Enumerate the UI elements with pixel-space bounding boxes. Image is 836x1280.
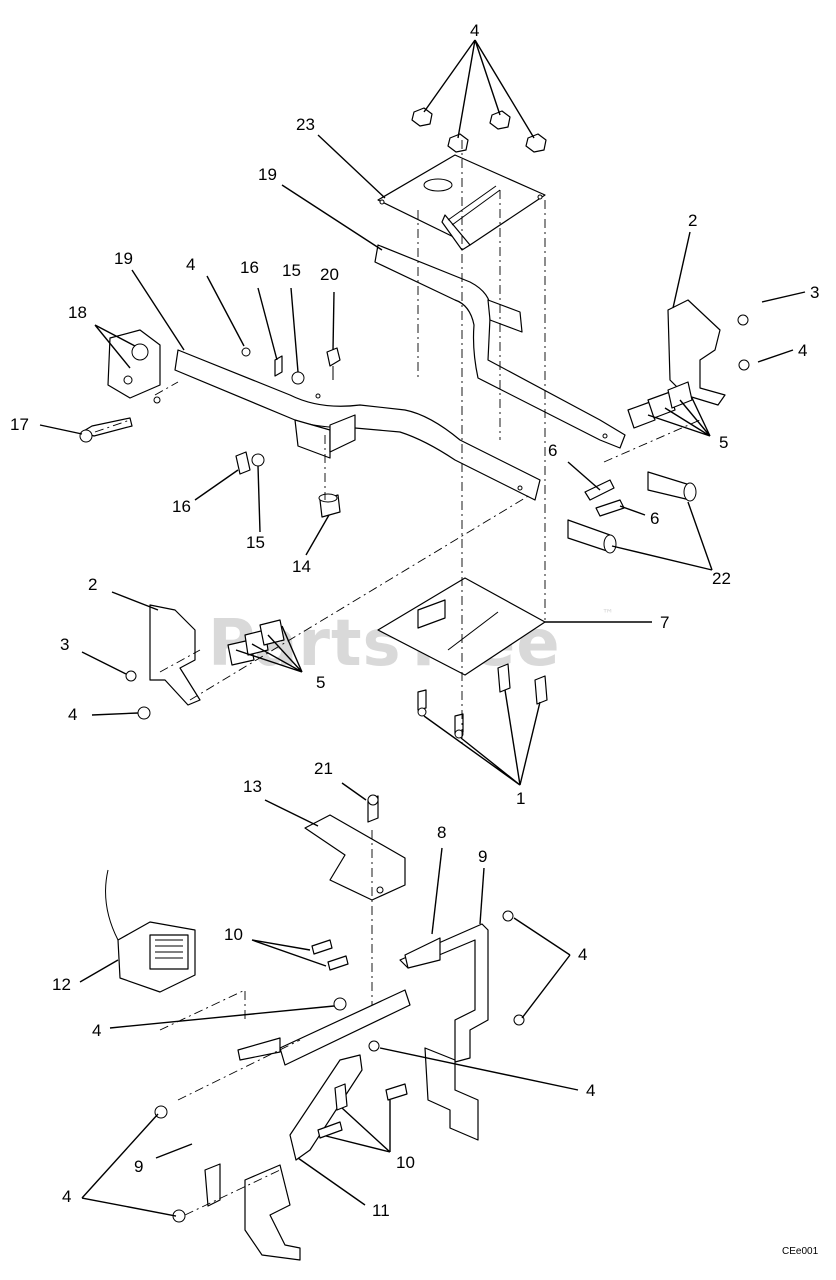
callout-5-b: 5: [316, 673, 325, 692]
part-10-bolts-upper[interactable]: [311, 939, 349, 971]
callout-4-g: 4: [586, 1081, 595, 1100]
part-9-bracket-left[interactable]: [204, 1163, 301, 1261]
callout-4-c: 4: [798, 341, 807, 360]
part-8-9-bracket[interactable]: [237, 923, 489, 1066]
part-18-bracket[interactable]: [107, 329, 161, 404]
assembly-centerlines: [94, 140, 701, 1216]
callout-4-b: 4: [186, 255, 195, 274]
part-13-plate[interactable]: [304, 814, 406, 901]
callout-5-a: 5: [719, 433, 728, 452]
part-9-bracket-right[interactable]: [424, 1047, 479, 1141]
callout-17: 17: [10, 415, 29, 434]
part-4-nuts-lower[interactable]: [154, 910, 525, 1223]
callout-15-a: 15: [282, 261, 301, 280]
callout-2-a: 2: [688, 211, 697, 230]
callout-22: 22: [712, 569, 731, 588]
callout-18: 18: [68, 303, 87, 322]
part-12-light-housing[interactable]: [105, 869, 196, 993]
part-21-bolt[interactable]: [367, 794, 379, 823]
callout-8: 8: [437, 823, 446, 842]
part-22-sleeves[interactable]: [567, 471, 697, 554]
callout-9-a: 9: [478, 847, 487, 866]
callout-3-b: 3: [60, 635, 69, 654]
callout-16-a: 16: [240, 258, 259, 277]
callout-9-b: 9: [134, 1157, 143, 1176]
callout-6-b: 6: [650, 509, 659, 528]
callout-21: 21: [314, 759, 333, 778]
callout-4-h: 4: [62, 1187, 71, 1206]
callout-10-a: 10: [224, 925, 243, 944]
callout-7: 7: [660, 613, 669, 632]
drawing-code: CEe001: [782, 1246, 819, 1257]
part-2-bracket-right[interactable]: [667, 299, 750, 406]
callout-4-f: 4: [92, 1021, 101, 1040]
part-16-15-20-hardware[interactable]: [274, 347, 341, 385]
callout-3-a: 3: [810, 283, 819, 302]
part-4-nuts-top[interactable]: [411, 107, 547, 153]
part-14-spacer[interactable]: [318, 493, 341, 518]
callout-4-top: 4: [470, 21, 479, 40]
callout-23: 23: [296, 115, 315, 134]
callout-12: 12: [52, 975, 71, 994]
part-6-bolts[interactable]: [584, 479, 625, 517]
watermark-tm: ™: [602, 607, 614, 621]
callout-13: 13: [243, 777, 262, 796]
callout-16-b: 16: [172, 497, 191, 516]
callout-1: 1: [516, 789, 525, 808]
callout-6-a: 6: [548, 441, 557, 460]
part-16-15-hardware-lower[interactable]: [235, 451, 265, 475]
callout-14: 14: [292, 557, 311, 576]
part-1-bolts[interactable]: [417, 663, 548, 739]
leader-lines: [39, 39, 806, 1217]
callout-4-d: 4: [68, 705, 77, 724]
part-23-top-plate[interactable]: [377, 154, 546, 251]
callout-19-b: 19: [114, 249, 133, 268]
part-11-arm[interactable]: [289, 1054, 363, 1161]
part-19-main-frame[interactable]: [174, 244, 626, 501]
part-2-bracket-left[interactable]: [125, 604, 201, 720]
callout-15-b: 15: [246, 533, 265, 552]
callout-11: 11: [372, 1201, 390, 1220]
part-17-bolt[interactable]: [79, 417, 133, 443]
callout-20: 20: [320, 265, 339, 284]
callout-19-a: 19: [258, 165, 277, 184]
part-5-clips-right[interactable]: [627, 381, 693, 429]
part-10-bolts-lower[interactable]: [317, 1083, 408, 1139]
callout-4-e: 4: [578, 945, 587, 964]
callout-10-b: 10: [396, 1153, 415, 1172]
part-5-clips-left[interactable]: [227, 619, 285, 666]
callout-2-b: 2: [88, 575, 97, 594]
